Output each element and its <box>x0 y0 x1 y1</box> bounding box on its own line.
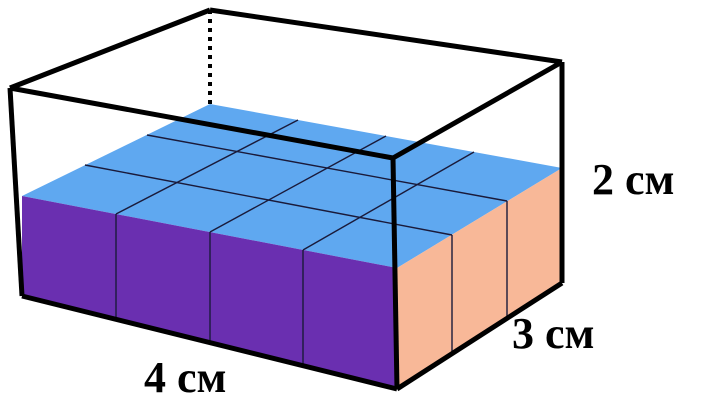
box-edge <box>390 157 400 390</box>
box-edge <box>21 293 398 392</box>
box-edge <box>7 87 25 297</box>
height-label: 2 см <box>592 155 675 204</box>
box-edge <box>9 85 394 161</box>
width-label: 3 см <box>512 309 595 358</box>
cube-layer-top-face <box>22 104 562 268</box>
cube-layer-side-face <box>397 168 562 389</box>
grid-line <box>302 151 475 251</box>
cube-layer <box>22 104 562 389</box>
box-edge <box>9 7 211 91</box>
grid-line <box>146 134 508 202</box>
length-label: 4 см <box>144 353 227 399</box>
box-edge <box>391 59 564 161</box>
box-outline <box>7 7 565 392</box>
box-edge <box>209 7 563 65</box>
box-edge <box>395 280 564 392</box>
grid-line <box>84 164 453 236</box>
